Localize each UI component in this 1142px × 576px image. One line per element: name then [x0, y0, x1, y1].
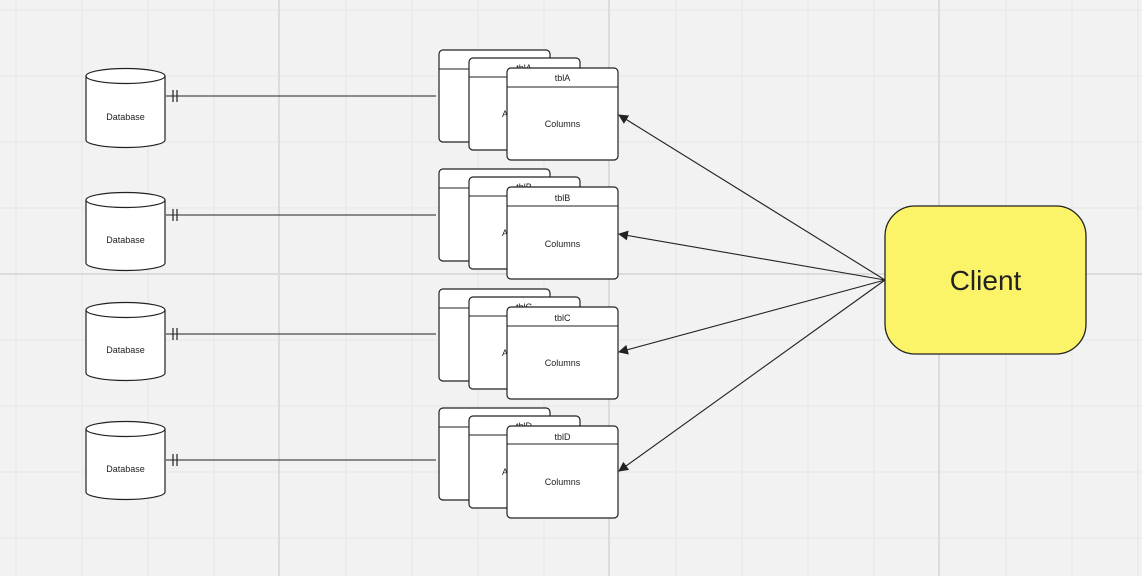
table-title: tblC — [554, 313, 571, 323]
table-card-front[interactable]: tblB Columns — [506, 186, 619, 280]
client-arrow-d[interactable] — [618, 279, 886, 472]
client-node[interactable]: Client — [884, 205, 1087, 355]
table-body-hidden: A — [502, 109, 508, 119]
db-connector[interactable] — [166, 328, 436, 340]
table-card-front[interactable]: tblC Columns — [506, 306, 619, 400]
table-stack-b: tblB A tblB Columns — [438, 168, 619, 280]
client-arrow-c[interactable] — [618, 279, 886, 355]
table-title: tblD — [554, 432, 571, 442]
database-label: Database — [106, 464, 145, 474]
table-title: tblB — [555, 193, 571, 203]
db-connector[interactable] — [166, 454, 436, 466]
table-body-hidden: A — [502, 467, 508, 477]
connectors — [166, 90, 436, 466]
database-cylinder[interactable]: Database — [85, 67, 166, 149]
database-label: Database — [106, 345, 145, 355]
client-arrow-b[interactable] — [618, 230, 886, 281]
table-body-hidden: A — [502, 348, 508, 358]
db-connector[interactable] — [166, 90, 436, 102]
table-columns-label: Columns — [545, 477, 581, 487]
client-arrows — [618, 114, 886, 472]
db-connector[interactable] — [166, 209, 436, 221]
table-stack-d: tblD A tblD Columns — [438, 407, 619, 519]
table-card-front[interactable]: tblA Columns — [506, 67, 619, 161]
database-cylinder[interactable]: Database — [85, 301, 166, 382]
table-body-hidden: A — [502, 228, 508, 238]
table-card-front[interactable]: tblD Columns — [506, 425, 619, 519]
table-stack-c: tblC A tblC Columns — [438, 288, 619, 400]
client-label: Client — [950, 265, 1022, 296]
client-arrow-a[interactable] — [618, 114, 886, 281]
database-cylinder[interactable]: Database — [85, 420, 166, 501]
table-columns-label: Columns — [545, 239, 581, 249]
database-label: Database — [106, 235, 145, 245]
database-label: Database — [106, 112, 145, 122]
database-cylinder[interactable]: Database — [85, 191, 166, 272]
table-columns-label: Columns — [545, 358, 581, 368]
table-columns-label: Columns — [545, 119, 581, 129]
table-title: tblA — [555, 73, 571, 83]
table-stack-a: tblA A tblA Columns — [438, 49, 619, 161]
